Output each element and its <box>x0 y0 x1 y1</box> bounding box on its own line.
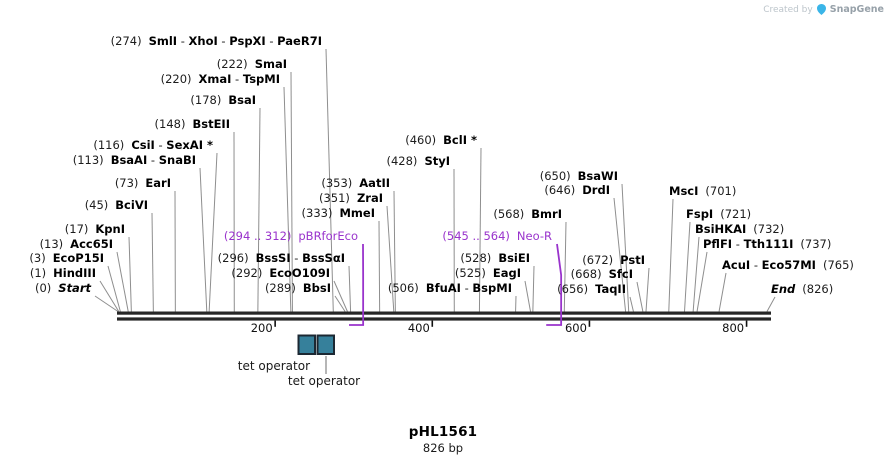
enzyme-site-label-BmrI[interactable]: (568)BmrI <box>493 207 562 221</box>
site-leader-line <box>333 280 348 312</box>
site-leader-line <box>668 198 674 312</box>
site-leader-line <box>208 152 218 312</box>
axis-bar-bottom <box>117 317 771 321</box>
title-block: pHL1561 826 bp <box>409 424 478 455</box>
axis-tick <box>745 320 748 327</box>
enzyme-site-label-BciVI[interactable]: (45)BciVI <box>84 198 148 212</box>
site-leader-line <box>386 205 395 312</box>
enzyme-site-label-BstEII[interactable]: (148)BstEII <box>154 117 230 131</box>
enzyme-site-label-StyI[interactable]: (428)StyI <box>386 154 451 168</box>
enzyme-site-label-EcoO109I[interactable]: (292)EcoO109I <box>231 266 330 280</box>
site-leader-line <box>334 295 346 312</box>
site-leader-line <box>393 190 396 312</box>
site-leader-line <box>478 147 482 312</box>
axis-bar-top <box>117 311 771 315</box>
enzyme-site-label-BbsI[interactable]: (289)BbsI <box>264 281 331 295</box>
enzyme-site-label-BsaAI[interactable]: (113)BsaAI - SnaBI <box>72 153 196 167</box>
enzyme-site-label-SmaI[interactable]: (222)SmaI <box>216 57 287 71</box>
enzyme-site-label-FspI[interactable]: FspI(721) <box>686 207 752 221</box>
site-leader-line <box>645 267 650 312</box>
axis-tick-label: 400 <box>407 321 430 335</box>
primer-region-line <box>349 243 365 326</box>
enzyme-site-label-BsaI[interactable]: (178)BsaI <box>190 93 256 107</box>
enzyme-site-label-AatII[interactable]: (353)AatII <box>321 176 390 190</box>
enzyme-site-label-EagI[interactable]: (525)EagI <box>454 266 521 280</box>
site-leader-line <box>696 251 708 312</box>
enzyme-site-label-CsiI[interactable]: (116)CsiI - SexAI * <box>93 138 213 152</box>
watermark-brand: SnapGene <box>829 4 884 15</box>
enzyme-site-label-KpnI[interactable]: (17)KpnI <box>64 222 125 236</box>
enzyme-site-label-MmeI[interactable]: (333)MmeI <box>301 206 375 220</box>
map-length: 826 bp <box>422 441 464 455</box>
site-leader-line <box>766 296 776 312</box>
site-leader-line <box>524 280 531 312</box>
site-leader-line <box>636 281 644 312</box>
enzyme-site-label-BfuAI[interactable]: (506)BfuAI - BspMI <box>387 281 512 295</box>
enzyme-site-label-End[interactable]: End(826) <box>771 282 834 296</box>
site-leader-line <box>532 265 535 312</box>
enzyme-site-label-EarI[interactable]: (73)EarI <box>114 176 171 190</box>
axis-tick <box>588 320 591 327</box>
enzyme-site-label-MscI[interactable]: MscI(701) <box>669 184 737 198</box>
site-leader-line <box>613 197 627 312</box>
site-leader-line <box>99 280 120 312</box>
watermark: Created by SnapGene <box>763 4 884 15</box>
map-title: pHL1561 <box>408 424 478 440</box>
feature-label-tet-operator: tet operator <box>287 374 361 388</box>
site-leader-line <box>621 183 630 312</box>
enzyme-site-label-EcoP15I[interactable]: (3)EcoP15I <box>29 251 104 265</box>
site-leader-line <box>116 251 129 312</box>
primer-label-Neo-R[interactable]: (545 .. 564)Neo-R <box>442 229 552 243</box>
site-leader-line <box>629 296 634 312</box>
site-leader-line <box>692 236 700 312</box>
watermark-created-by: Created by <box>763 4 813 15</box>
enzyme-site-label-Acc65I[interactable]: (13)Acc65I <box>39 237 113 251</box>
site-leader-line <box>325 48 334 312</box>
enzyme-site-label-XmaI[interactable]: (220)XmaI - TspMI <box>160 72 280 86</box>
axis-tick <box>274 320 276 327</box>
enzyme-site-label-BclI[interactable]: (460)BclI * <box>405 133 477 147</box>
enzyme-site-label-BsiEI[interactable]: (528)BsiEI <box>460 251 530 265</box>
feature-box-tet-operator[interactable] <box>297 334 316 355</box>
enzyme-site-label-SmlI[interactable]: (274)SmlI - XhoI - PspXI - PaeR7I <box>110 34 322 48</box>
site-leader-line <box>348 265 352 312</box>
site-leader-line <box>257 107 261 312</box>
site-leader-line <box>378 220 381 312</box>
axis-tick-label: 200 <box>250 321 273 335</box>
snapgene-logo-icon <box>816 4 826 15</box>
primer-label-pBRforEco[interactable]: (294 .. 312)pBRforEco <box>223 229 358 243</box>
feature-box-tet-operator[interactable] <box>316 334 335 355</box>
site-leader-line <box>199 167 208 312</box>
site-leader-line <box>684 221 691 312</box>
enzyme-site-label-ZraI[interactable]: (351)ZraI <box>319 191 383 205</box>
axis-tick <box>431 320 434 327</box>
enzyme-site-label-AcuI[interactable]: AcuI - Eco57MI(765) <box>722 258 854 272</box>
feature-label-tet-operator: tet operator <box>237 359 310 373</box>
enzyme-site-label-Start[interactable]: (0)Start <box>34 281 91 295</box>
enzyme-site-label-TaqII[interactable]: (656)TaqII <box>557 282 626 296</box>
site-leader-line <box>283 86 292 312</box>
enzyme-site-label-BssSI[interactable]: (296)BssSI - BssSαI <box>217 251 345 265</box>
axis-tick-label: 600 <box>564 321 587 335</box>
site-leader-line <box>107 265 121 312</box>
enzyme-site-label-HindIII[interactable]: (1)HindIII <box>29 266 96 280</box>
enzyme-site-label-SfcI[interactable]: (668)SfcI <box>570 267 633 281</box>
primer-region-line <box>546 243 563 326</box>
site-leader-line <box>128 236 132 312</box>
axis-tick-label: 800 <box>722 321 745 335</box>
site-leader-line <box>151 212 154 312</box>
site-leader-line <box>563 221 567 312</box>
enzyme-site-label-BsiHKAI[interactable]: BsiHKAI(732) <box>695 222 785 236</box>
enzyme-site-label-DrdI[interactable]: (646)DrdI <box>544 183 610 197</box>
site-leader-line <box>718 272 727 312</box>
site-leader-line <box>290 71 293 312</box>
enzyme-site-label-BsaWI[interactable]: (650)BsaWI <box>539 169 618 183</box>
site-leader-line <box>94 295 119 312</box>
enzyme-site-label-PflFI[interactable]: PflFI - Tth111I(737) <box>703 237 832 251</box>
enzyme-site-label-PstI[interactable]: (672)PstI <box>582 253 645 267</box>
